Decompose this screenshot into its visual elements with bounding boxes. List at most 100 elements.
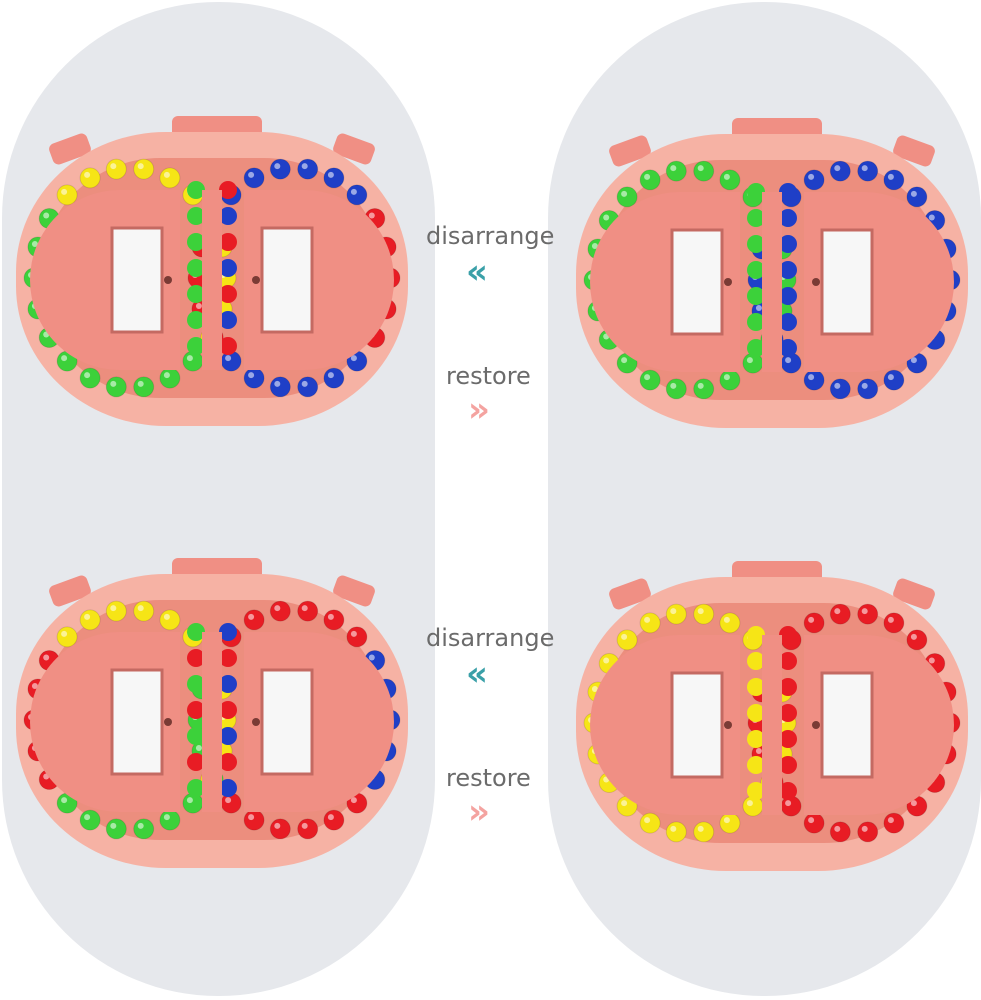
- toy-ball: [133, 818, 155, 840]
- toy-ball: [187, 701, 205, 719]
- toy-ball-highlight: [137, 380, 144, 387]
- toy-ball: [779, 626, 797, 644]
- toy-pivot-screw: [164, 718, 172, 726]
- toy-ball-highlight: [43, 212, 50, 219]
- toy-ball: [906, 629, 928, 651]
- toy-ball: [747, 678, 765, 696]
- double-chevron-left-icon-top: «: [466, 252, 488, 292]
- toy-ball: [323, 167, 345, 189]
- toy-ball: [219, 675, 237, 693]
- toy-ball: [323, 809, 345, 831]
- toy-ball: [269, 818, 291, 840]
- toy-ball: [883, 169, 905, 191]
- toy-ball: [639, 369, 661, 391]
- toy-ball: [747, 652, 765, 670]
- toy-ball-highlight: [808, 616, 815, 623]
- toy-ball-highlight: [644, 616, 651, 623]
- toy-right-ear: [333, 133, 375, 165]
- toy-ball-highlight: [61, 188, 68, 195]
- toy-ball: [665, 378, 687, 400]
- toy-left-ear: [609, 135, 651, 167]
- toy-ball: [187, 623, 205, 641]
- toy-center-bar: [762, 192, 782, 372]
- toy-ball: [219, 233, 237, 251]
- toy-ball-highlight: [603, 657, 610, 664]
- toy-ball: [803, 612, 825, 634]
- toy-ball: [719, 612, 741, 634]
- toy-ball-highlight: [861, 608, 868, 615]
- toy-ball: [779, 704, 797, 722]
- toy-ball: [665, 821, 687, 843]
- toy-ball-highlight: [723, 817, 730, 824]
- toy-ball-highlight: [834, 608, 841, 615]
- toy-ball: [346, 626, 368, 648]
- toy-ball-highlight: [670, 165, 677, 172]
- toy-pivot-screw: [812, 721, 820, 729]
- toy-ball-highlight: [61, 797, 68, 804]
- toy-ball-highlight: [186, 355, 193, 362]
- toy-ball: [56, 626, 78, 648]
- toy-ball: [187, 311, 205, 329]
- toy-ball-highlight: [248, 814, 255, 821]
- toy-rotating-face: [804, 192, 954, 372]
- toy-rotating-face: [244, 632, 394, 812]
- toy-ball: [219, 779, 237, 797]
- toy-ball: [906, 186, 928, 208]
- disarrange-label-bottom: disarrange: [426, 624, 555, 652]
- toy-ball: [803, 812, 825, 834]
- toy-ball: [747, 756, 765, 774]
- toy-ball: [187, 753, 205, 771]
- toy-ball-highlight: [350, 188, 357, 195]
- toy-svg: [16, 558, 408, 868]
- toy-ball: [297, 376, 319, 398]
- toy-ball-highlight: [248, 171, 255, 178]
- toy-ball-highlight: [110, 605, 117, 612]
- toy-ball: [323, 609, 345, 631]
- toy-window: [110, 226, 164, 334]
- toy-ball-highlight: [746, 357, 753, 364]
- toy-ball: [187, 779, 205, 797]
- toy-ball-highlight: [110, 380, 117, 387]
- toy-left-ear: [49, 133, 91, 165]
- toy-ball: [187, 181, 205, 199]
- toy-ball: [747, 209, 765, 227]
- toy-pivot-screw: [252, 276, 260, 284]
- toy-ball-highlight: [301, 380, 308, 387]
- toy-ball: [693, 821, 715, 843]
- toy-ball-highlight: [31, 241, 38, 247]
- toy-ball: [747, 339, 765, 357]
- toy-ball-highlight: [84, 372, 91, 379]
- toy-ball: [219, 207, 237, 225]
- toy-ball: [857, 603, 879, 625]
- toy-ball-highlight: [697, 165, 704, 172]
- toy-ball: [665, 603, 687, 625]
- toy-ball: [269, 600, 291, 622]
- toy-window: [110, 668, 164, 776]
- toy-ball-highlight: [670, 608, 677, 615]
- toy-ball-highlight: [350, 355, 357, 362]
- toy-ball-highlight: [225, 797, 232, 804]
- toy-ball-highlight: [910, 633, 917, 640]
- toy-ball-highlight: [834, 825, 841, 832]
- toy-ball: [159, 809, 181, 831]
- toy-ball-highlight: [84, 613, 91, 620]
- toy-ball-highlight: [61, 630, 68, 637]
- toy-ball: [779, 209, 797, 227]
- toy-ball: [747, 287, 765, 305]
- toy-ball: [747, 782, 765, 800]
- toy-ball: [639, 612, 661, 634]
- toy-ball-highlight: [621, 357, 628, 364]
- toy-ball: [829, 821, 851, 843]
- toy-ball: [133, 600, 155, 622]
- toy-ball-highlight: [887, 616, 894, 623]
- toy-ball-highlight: [808, 374, 815, 381]
- toy-ball: [779, 652, 797, 670]
- toy-ball: [243, 609, 265, 631]
- toy-ball: [187, 285, 205, 303]
- toy-ball-highlight: [928, 657, 935, 664]
- toy-ball: [883, 369, 905, 391]
- toy-ball-highlight: [163, 613, 170, 620]
- toy-ball: [297, 818, 319, 840]
- toy-ball-highlight: [274, 380, 281, 387]
- toy-ball-highlight: [301, 163, 308, 170]
